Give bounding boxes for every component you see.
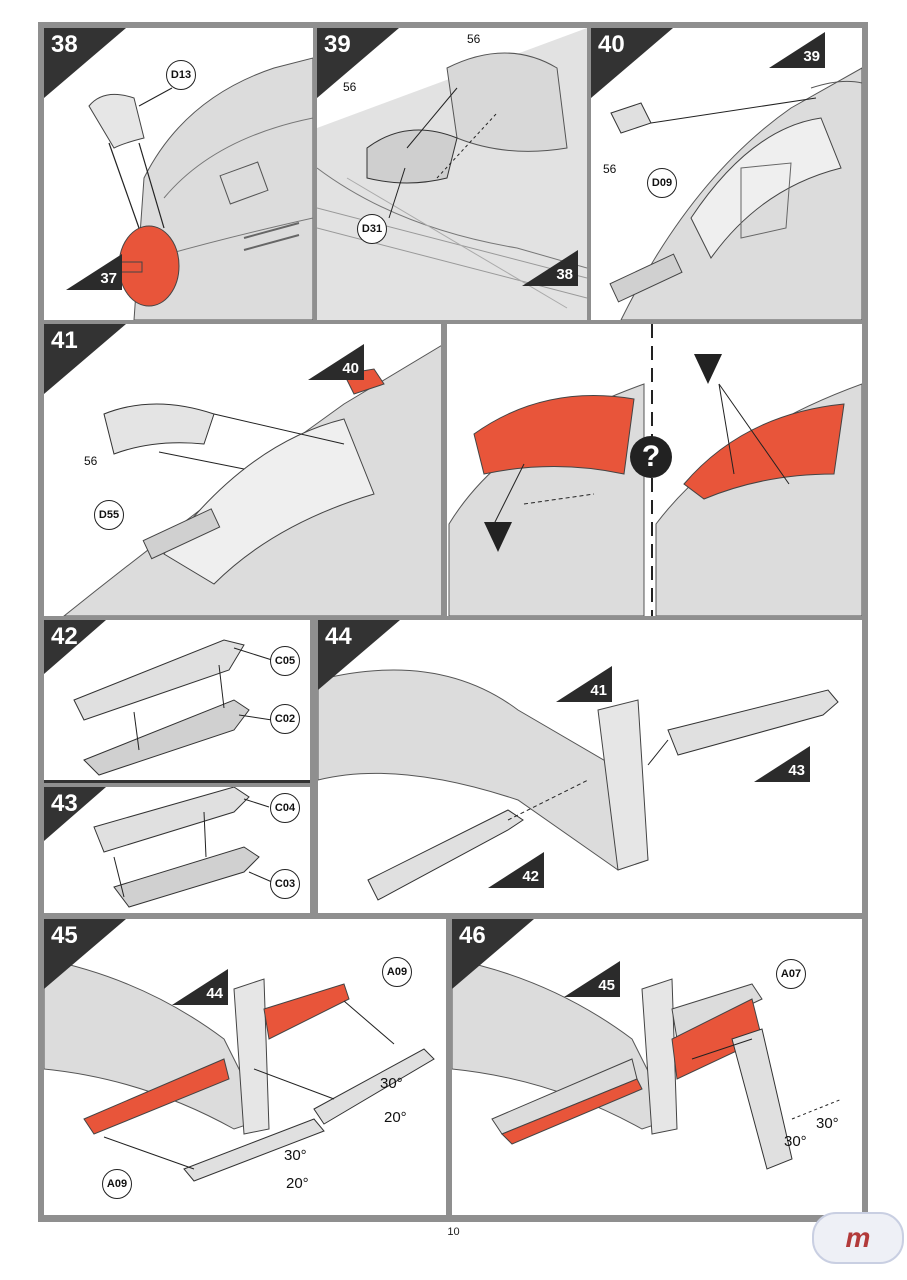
part-label-56: 56: [84, 454, 98, 468]
part-callout-c02: C02: [270, 704, 300, 734]
option-question-icon: ?: [630, 436, 672, 478]
step-39-illustration: [317, 28, 587, 320]
mp-logo-icon: m: [812, 1212, 904, 1264]
step-41-panel: 41 40 56 D55 ?: [44, 324, 862, 616]
angle-label: 20°: [384, 1109, 407, 1126]
step-43-illustration: [93, 787, 273, 908]
step-38-panel: 38 D13 37: [44, 28, 313, 320]
step-42-panel: 42 C05 C02: [44, 620, 310, 783]
step-43-panel: 43 C04 C03: [44, 787, 310, 913]
step-46-illustration: [452, 958, 843, 1170]
part-callout-d13: D13: [166, 60, 196, 90]
part-callout-a09-bottom: A09: [102, 1169, 132, 1199]
page-number: 10: [447, 1226, 460, 1238]
angle-label: 30°: [380, 1075, 403, 1092]
step-41-illustration: [63, 324, 862, 616]
glue-point-icon: [694, 354, 722, 384]
part-callout-c03: C03: [270, 869, 300, 899]
part-callout-a09-top: A09: [382, 957, 412, 987]
step-42-illustration: [44, 639, 310, 783]
step-46-panel: 46 45 A07 30° 30°: [452, 919, 862, 1215]
part-label-56-top: 56: [467, 32, 481, 46]
part-label-56-left: 56: [343, 80, 357, 94]
part-callout-d09: D09: [647, 168, 677, 198]
step-45-panel: 45 44 A09 A09 30° 20° 30° 20°: [44, 919, 446, 1215]
instruction-sheet: 38 D13 37 39 56 56 D31 38: [38, 22, 868, 1222]
step-44-illustration: [318, 669, 839, 901]
part-callout-a07: A07: [776, 959, 806, 989]
glue-point-icon: [484, 522, 512, 552]
step-44-panel: 44 41 43 42: [318, 620, 862, 913]
step-40-illustration: [609, 67, 862, 320]
step-38-illustration: [88, 57, 313, 320]
part-label-56: 56: [603, 162, 617, 176]
angle-label: 30°: [816, 1115, 839, 1132]
angle-label: 30°: [784, 1133, 807, 1150]
part-callout-c04: C04: [270, 793, 300, 823]
part-callout-c05: C05: [270, 646, 300, 676]
part-callout-d31: D31: [357, 214, 387, 244]
angle-label: 20°: [286, 1175, 309, 1192]
angle-label: 30°: [284, 1147, 307, 1164]
part-callout-d55: D55: [94, 500, 124, 530]
step-40-panel: 40 39 56 D09: [591, 28, 862, 320]
step-39-panel: 39 56 56 D31 38: [317, 28, 587, 320]
step-45-illustration: [44, 958, 435, 1182]
